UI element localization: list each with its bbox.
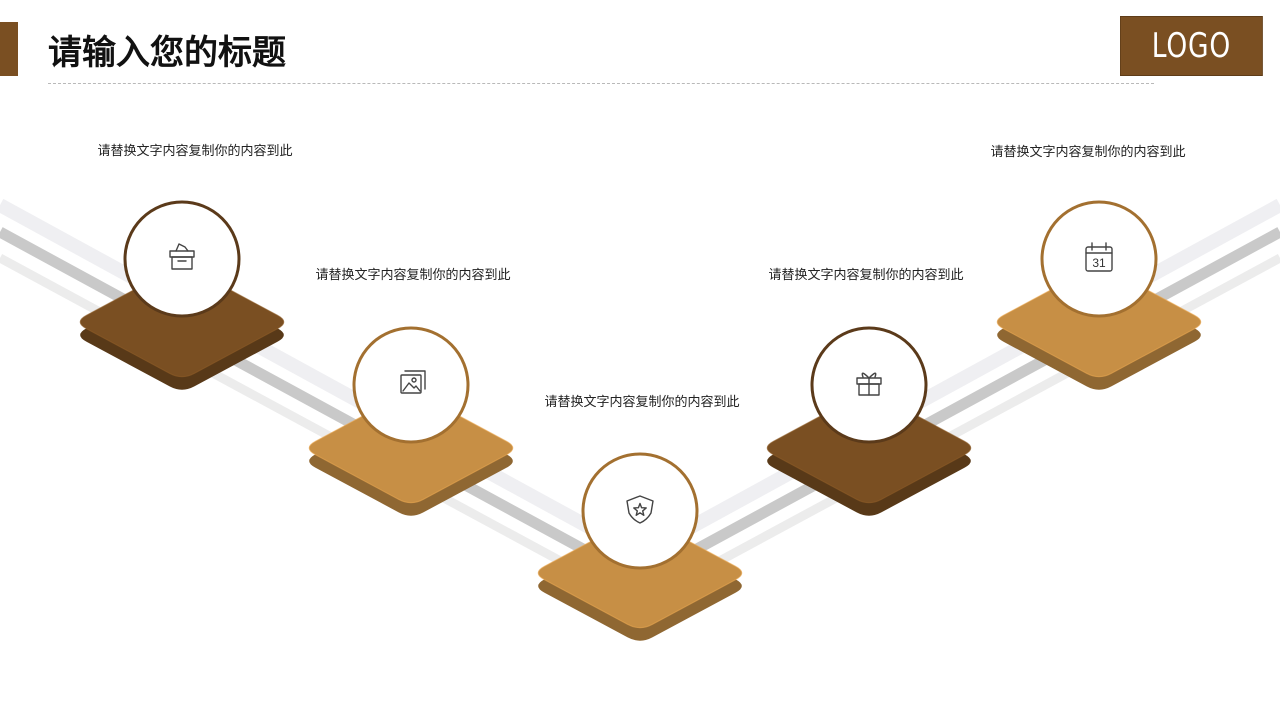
shield-star-icon bbox=[626, 495, 654, 524]
step-3-caption: 请替换文字内容复制你的内容到此 bbox=[544, 395, 740, 410]
archive-box-icon bbox=[169, 243, 195, 270]
step-2-node bbox=[308, 326, 514, 516]
step-5-tile bbox=[997, 267, 1201, 377]
step-3-badge bbox=[581, 452, 699, 570]
step-3-tile bbox=[538, 518, 742, 628]
step-1-tile bbox=[80, 267, 284, 377]
calendar-icon bbox=[1085, 242, 1113, 272]
step-5-node: 31 bbox=[996, 200, 1202, 390]
logo: LOGO bbox=[1120, 16, 1263, 76]
step-1-caption: 请替换文字内容复制你的内容到此 bbox=[97, 144, 293, 159]
step-2-tile bbox=[309, 393, 513, 503]
step-nodes: 31 bbox=[79, 200, 1202, 641]
title-divider bbox=[48, 83, 1154, 84]
step-4-node bbox=[766, 326, 972, 516]
step-1-node bbox=[79, 200, 285, 390]
step-2-caption: 请替换文字内容复制你的内容到此 bbox=[315, 268, 511, 283]
gift-icon bbox=[856, 372, 882, 396]
step-5-badge bbox=[1040, 200, 1158, 318]
step-3-node bbox=[537, 452, 743, 641]
calendar-date-text: 31 bbox=[1092, 256, 1106, 270]
title-accent-bar bbox=[0, 22, 18, 76]
step-5-caption: 请替换文字内容复制你的内容到此 bbox=[990, 145, 1186, 160]
image-gallery-icon bbox=[400, 370, 426, 394]
step-4-tile bbox=[767, 393, 971, 503]
step-1-badge bbox=[123, 200, 241, 318]
page-title: 请输入您的标题 bbox=[48, 33, 286, 73]
step-4-caption: 请替换文字内容复制你的内容到此 bbox=[768, 268, 964, 283]
